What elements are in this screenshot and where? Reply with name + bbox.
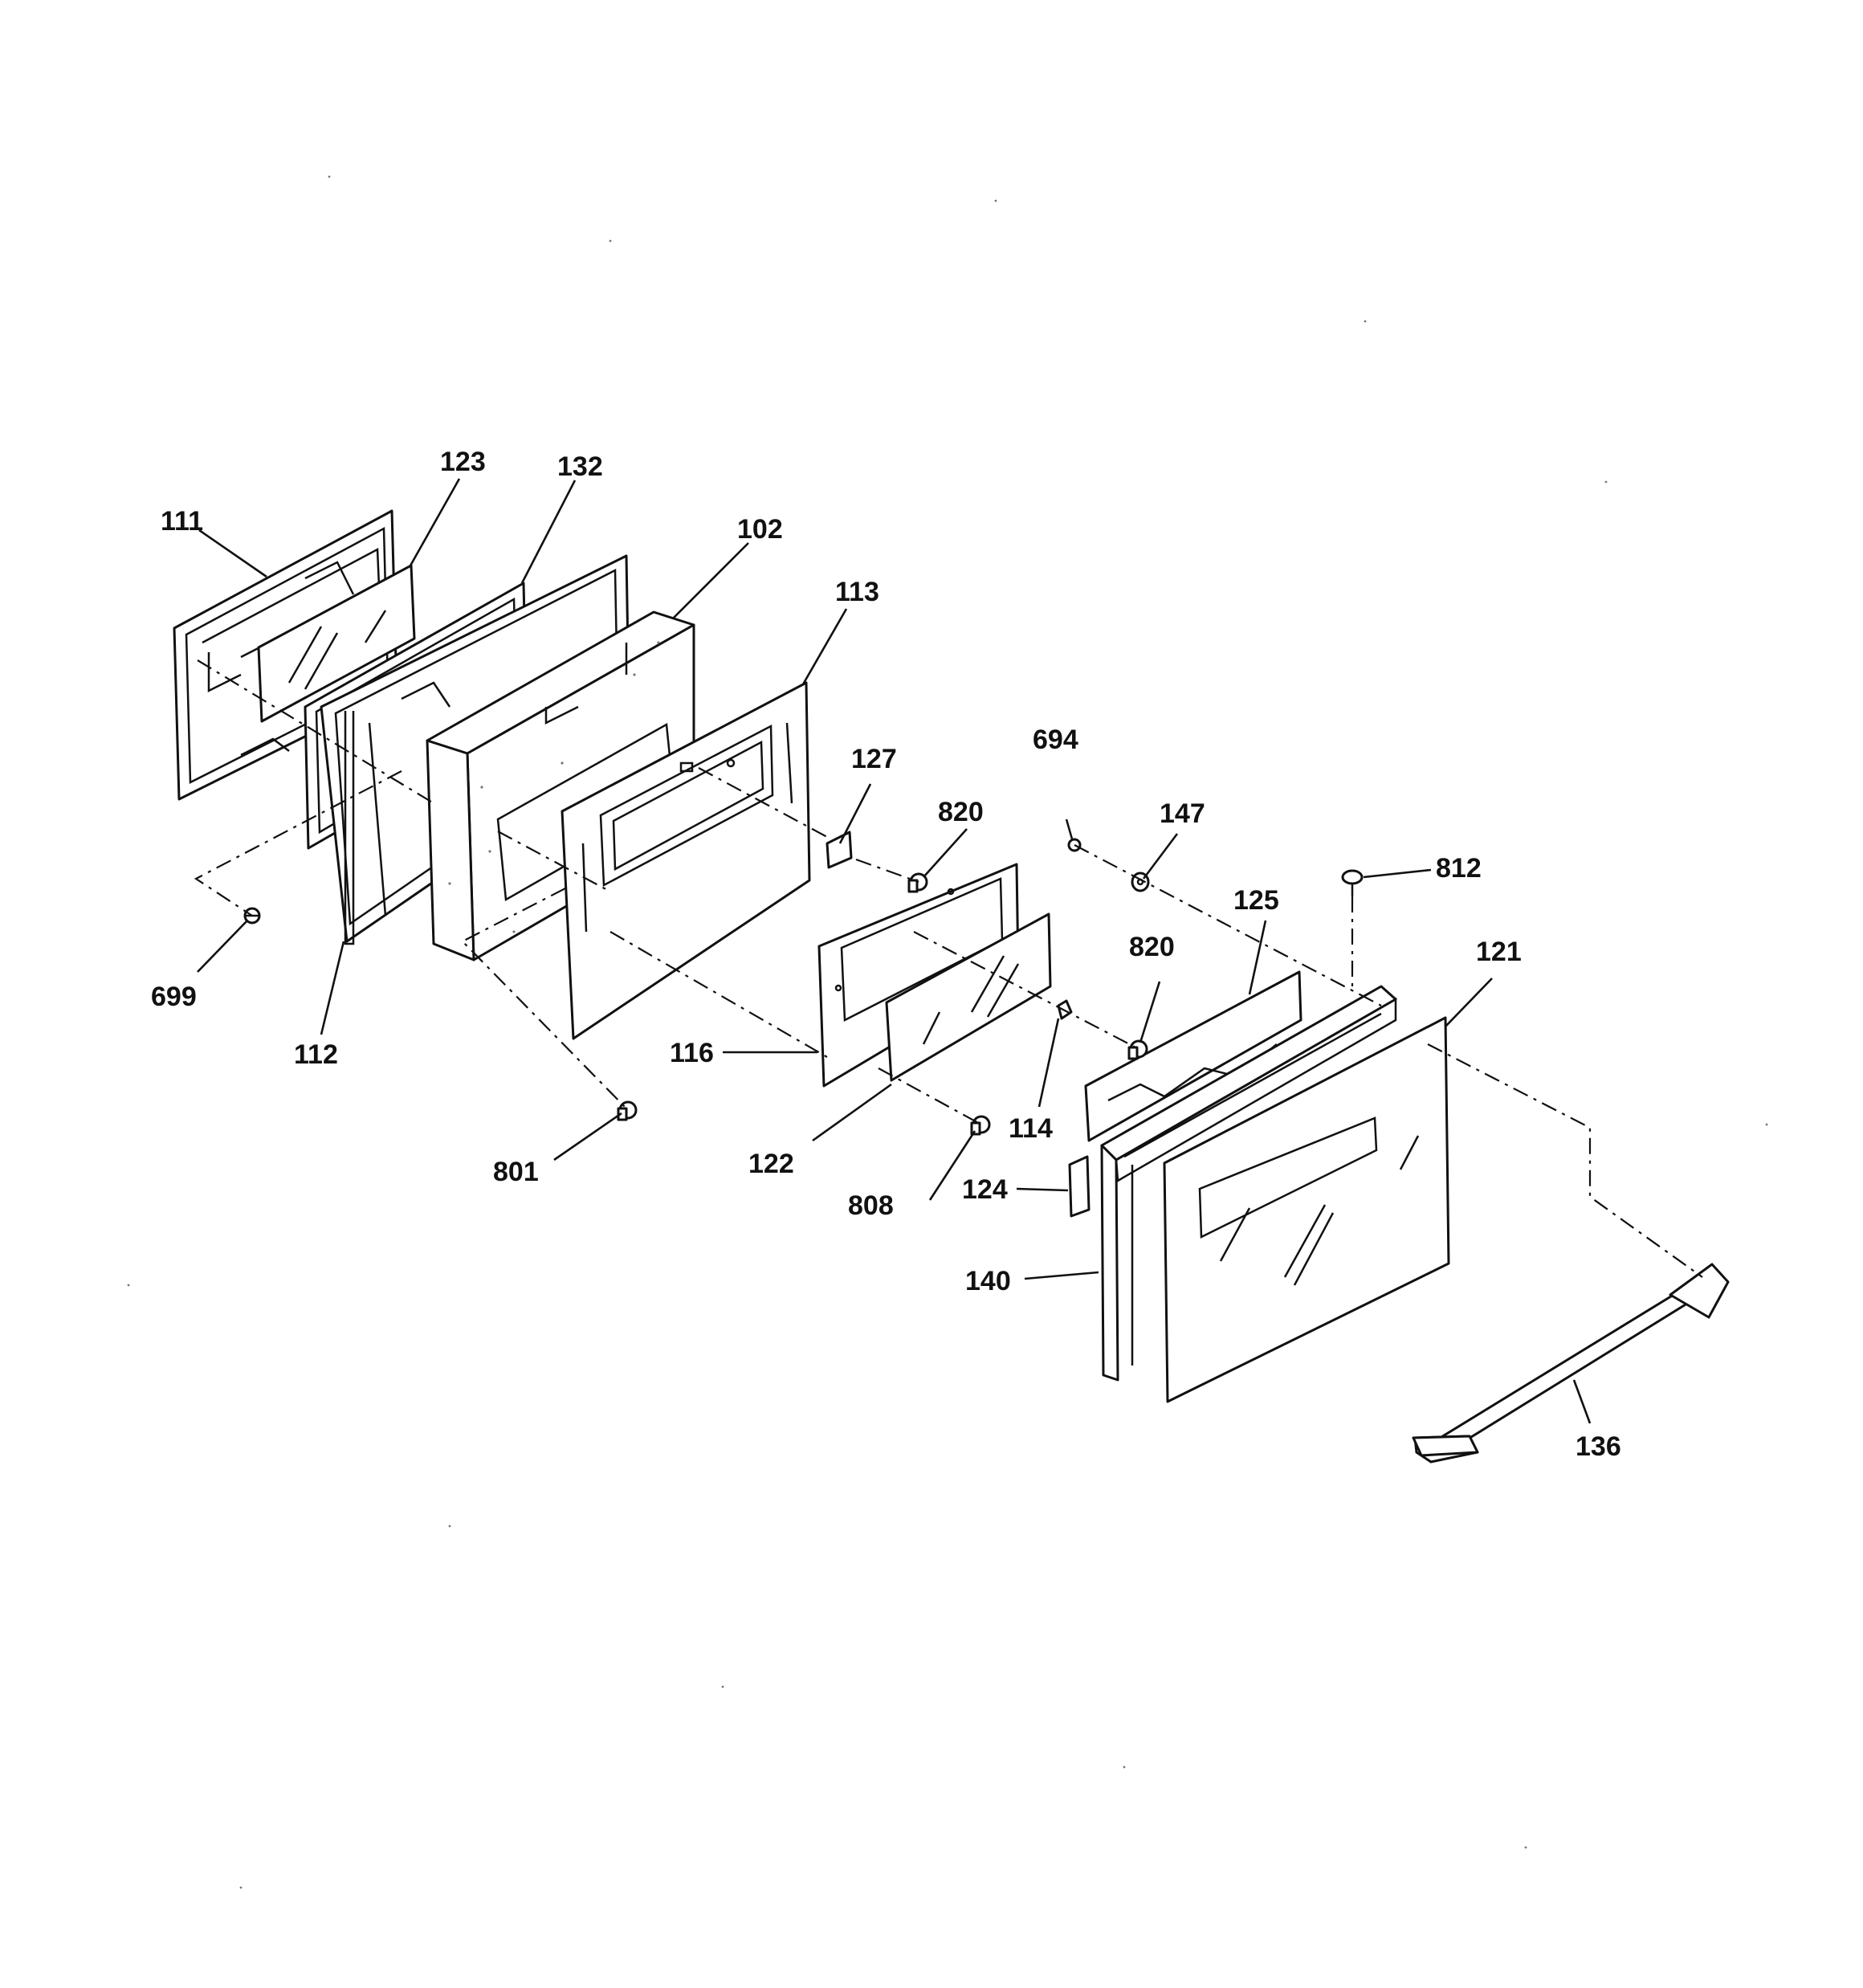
callout-111: 111 xyxy=(161,506,203,537)
callout-140: 140 xyxy=(965,1266,1011,1296)
part-124-label xyxy=(1068,1155,1090,1218)
callout-102: 102 xyxy=(737,514,783,545)
callout-123: 123 xyxy=(440,447,486,477)
scan-speckles xyxy=(127,175,1768,1889)
leader-lines xyxy=(197,478,1592,1424)
part-122-door-glass xyxy=(885,912,1052,1082)
screw-801 xyxy=(617,1100,638,1121)
callout-112: 112 xyxy=(294,1039,338,1070)
part-123-inner-glass xyxy=(257,564,416,723)
callout-125: 125 xyxy=(1233,885,1279,916)
callout-121: 121 xyxy=(1476,937,1522,967)
callout-699: 699 xyxy=(151,982,197,1012)
part-121-outer-glass-panel xyxy=(1163,1016,1450,1403)
callout-113: 113 xyxy=(835,577,879,607)
assembly-lines xyxy=(194,659,1703,1278)
part-113-door-liner xyxy=(561,681,811,1040)
callout-694: 694 xyxy=(1033,725,1078,755)
screw-812 xyxy=(1341,869,1364,896)
callout-114: 114 xyxy=(1009,1113,1053,1144)
callout-127: 127 xyxy=(851,744,897,774)
part-136-door-handle xyxy=(1412,1263,1730,1463)
callout-808: 808 xyxy=(848,1190,894,1221)
callout-124: 124 xyxy=(962,1174,1008,1205)
screw-820-lower xyxy=(1127,1039,1148,1060)
callout-132: 132 xyxy=(557,451,603,482)
callout-820-upper: 820 xyxy=(938,797,984,827)
callout-116: 116 xyxy=(670,1038,714,1068)
callout-820-lower: 820 xyxy=(1129,932,1175,962)
callout-122: 122 xyxy=(748,1149,794,1179)
part-127-small-plate xyxy=(826,831,853,869)
part-140-outer-door-frame xyxy=(1100,985,1397,1382)
screw-808 xyxy=(970,1115,991,1136)
callout-147: 147 xyxy=(1160,798,1205,829)
callout-812: 812 xyxy=(1436,853,1482,884)
callout-801: 801 xyxy=(493,1157,539,1187)
callout-labels: 111 123 132 102 113 127 820 694 147 812 … xyxy=(151,447,1621,1462)
callout-136: 136 xyxy=(1576,1431,1621,1462)
